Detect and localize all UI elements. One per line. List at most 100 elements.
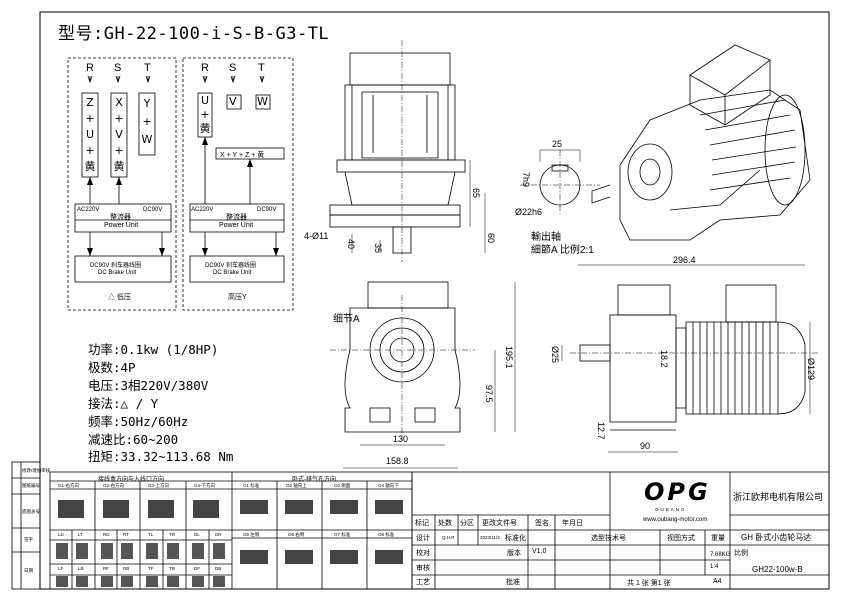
hdr-count: 处数 bbox=[438, 520, 452, 527]
dim-65: 65 bbox=[471, 188, 481, 199]
dim-1588: 158.8 bbox=[386, 456, 409, 466]
strip-modify: 修改/增加审核 bbox=[22, 468, 51, 473]
low-brake-en: DC Brake Unit bbox=[98, 270, 137, 276]
product-name: GH 卧式小齿轮马达 bbox=[741, 533, 812, 542]
design-date: 2023/11/3 bbox=[480, 535, 500, 540]
mount-o4: O4 轴向下 bbox=[378, 483, 399, 488]
website: www.oubang-motor.com bbox=[643, 517, 708, 523]
high-star-connection: X + Y + Z + 黄 bbox=[220, 152, 265, 159]
dim-90: 90 bbox=[640, 441, 651, 451]
weight-value: 7.68KG bbox=[710, 552, 731, 558]
drawing-number: GH22-100w-B bbox=[752, 565, 803, 574]
dim-key-7h9: 7h9 bbox=[521, 172, 531, 188]
hdr-zone: 分区 bbox=[460, 520, 474, 527]
code-dl: DL bbox=[194, 532, 200, 537]
dim-key-25: 25 bbox=[552, 139, 563, 149]
strip-sign: 签字 bbox=[24, 537, 33, 542]
brand-sub: OUBANG bbox=[655, 507, 687, 512]
weight-label: 重量 bbox=[711, 535, 725, 542]
low-brake-cn: DC90V 刹车器线圈 bbox=[90, 263, 142, 269]
approve-label: 批准 bbox=[506, 579, 520, 586]
code-tf: TF bbox=[148, 566, 154, 571]
code-dr: DR bbox=[215, 532, 222, 537]
phase-t-low: T bbox=[144, 62, 151, 74]
review-label: 审核 bbox=[416, 565, 430, 572]
high-ac-label: AC220V bbox=[191, 207, 214, 213]
spec-power: 功率:0.1kw (1/8HP) bbox=[88, 342, 219, 357]
paper-size: A4 bbox=[713, 578, 722, 585]
dim-35: 35 bbox=[373, 243, 383, 254]
code-tr: TR bbox=[169, 532, 175, 537]
sheet-count: 共 1 张 第1 张 bbox=[627, 580, 671, 587]
phase-t-high: T bbox=[258, 62, 265, 74]
phase-s-low: S bbox=[114, 62, 122, 74]
spec-torque: 扭矩:33.32~113.68 Nm bbox=[88, 449, 234, 464]
high-terminal-t: W bbox=[257, 95, 268, 108]
scale-label: 比例 bbox=[734, 550, 748, 557]
strip-date: 日期 bbox=[24, 568, 33, 573]
high-caption: 高压Y bbox=[228, 294, 247, 301]
version-value: V1.0 bbox=[532, 548, 547, 555]
low-ac-label: AC220V bbox=[77, 207, 100, 213]
low-terminal-r: Z+U+黄 bbox=[84, 96, 96, 173]
code-rb: RB bbox=[123, 566, 130, 571]
code-tb: TB bbox=[169, 566, 175, 571]
mount-title-a: 接线盒方向与入线口方向 bbox=[98, 477, 165, 483]
high-dc-label: DC90V bbox=[257, 207, 277, 213]
phase-r-low: R bbox=[86, 62, 94, 74]
brand-logo: OPG bbox=[644, 478, 711, 506]
mount-o6: O6 右侧 bbox=[288, 532, 305, 537]
dim-130: 130 bbox=[393, 434, 409, 444]
company-name: 浙江欧邦电机有限公司 bbox=[733, 492, 824, 502]
hdr-change-doc: 更改文件号 bbox=[482, 520, 517, 527]
code-rd: RD bbox=[103, 532, 110, 537]
mount-g3: G3-上方向 bbox=[148, 483, 170, 488]
model-label: 型号:GH-22-100-i-S-B-G3-TL bbox=[58, 24, 330, 44]
code-lt: LT bbox=[78, 532, 83, 537]
mount-g4: G4-下方向 bbox=[194, 483, 216, 488]
mount-o8: O8 标准 bbox=[378, 532, 395, 537]
high-rectifier-en: Power Unit bbox=[219, 222, 254, 229]
spec-voltage: 电压:3相220V/380V bbox=[88, 378, 209, 393]
high-terminal-r: U+黄 bbox=[199, 94, 211, 135]
code-rf: RF bbox=[103, 566, 109, 571]
dim-bolt: 4-Ø11 bbox=[304, 231, 329, 241]
code-db: DB bbox=[215, 566, 222, 571]
mount-o2: O2 轴向上 bbox=[286, 483, 307, 488]
output-shaft-label: 輸出軸 bbox=[531, 232, 561, 243]
mount-o5: O5 左侧 bbox=[243, 532, 260, 537]
mount-g2: G2-右方向 bbox=[103, 483, 125, 488]
low-terminal-t: Y+W bbox=[141, 97, 153, 146]
phase-s-high: S bbox=[229, 62, 237, 74]
code-rt: RT bbox=[123, 532, 129, 537]
spec-ratio: 减速比:60~200 bbox=[88, 432, 179, 447]
mount-g1: G1-右方向 bbox=[58, 483, 80, 488]
version-label: 版本 bbox=[507, 550, 521, 557]
dim-195: 195.1 bbox=[504, 346, 514, 369]
mount-o7: O7 标准 bbox=[334, 532, 351, 537]
code-df: DF bbox=[194, 566, 200, 571]
low-caption: △ 低压 bbox=[108, 294, 131, 301]
high-brake-cn: DC90V 刹车器线圈 bbox=[205, 263, 257, 269]
code-tl: TL bbox=[148, 532, 154, 537]
dim-182: 18.2 bbox=[659, 350, 669, 368]
view-label: 视图方式 bbox=[667, 535, 695, 542]
dim-129: Ø129 bbox=[806, 358, 816, 381]
check-label: 校对 bbox=[416, 550, 430, 557]
hdr-date: 年月日 bbox=[562, 520, 583, 527]
process-label: 工艺 bbox=[416, 579, 430, 586]
detail-a-label: 细节A bbox=[333, 314, 360, 325]
dim-60: 60 bbox=[486, 233, 496, 244]
dim-2964: 296.4 bbox=[673, 255, 696, 265]
code-ld: LD bbox=[58, 532, 64, 537]
strip-base-no: 底图总号 bbox=[22, 509, 40, 514]
phase-r-high: R bbox=[201, 62, 209, 74]
detail-scale-label: 細節A 比例2:1 bbox=[531, 245, 594, 256]
strip-drawing-no: 图纸编号 bbox=[22, 483, 40, 488]
mount-o3: O3 侧面 bbox=[334, 483, 351, 488]
code-lf: LF bbox=[58, 566, 64, 571]
hdr-sign: 签名 bbox=[535, 520, 549, 527]
hdr-mark: 标记 bbox=[415, 520, 429, 527]
standard-label: 标准化 bbox=[505, 535, 526, 542]
